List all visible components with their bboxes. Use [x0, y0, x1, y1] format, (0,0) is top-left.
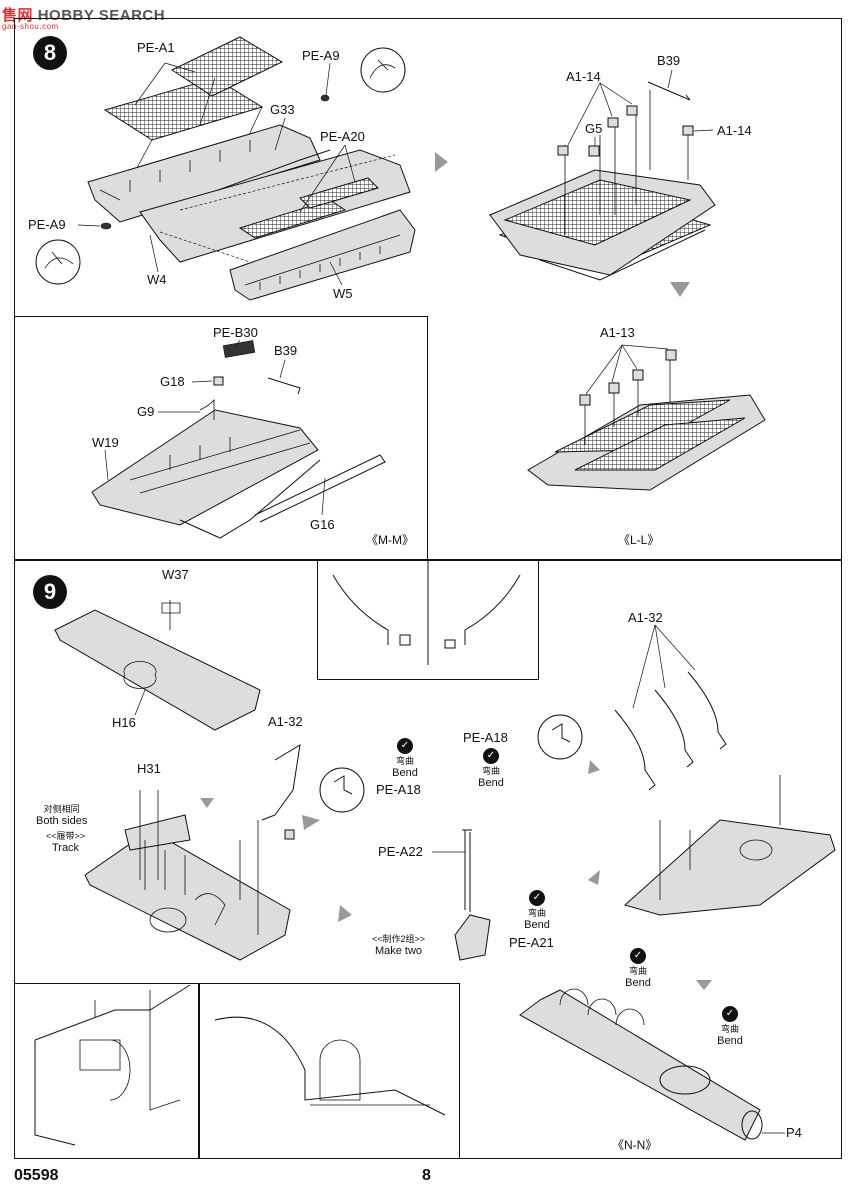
- label-a1-32-right: A1-32: [628, 610, 663, 625]
- step8-assembled-view: [488, 69, 716, 281]
- step9-nn-view: [519, 988, 785, 1141]
- caption-mm: 《M-M》: [366, 533, 414, 547]
- label-w19: W19: [92, 435, 119, 450]
- label-p4: P4: [786, 1125, 802, 1140]
- bend-note-cn: 弯曲: [628, 966, 647, 976]
- bottom-insets: [34, 984, 446, 1146]
- bend-note-en: Bend: [478, 777, 504, 789]
- label-pe-a20: PE-A20: [320, 129, 365, 144]
- bend-note-en: Bend: [392, 767, 418, 779]
- watermark-site: gan-shou.com: [2, 22, 59, 31]
- caption-nn: 《N-N》: [612, 1138, 658, 1152]
- label-pe-b30: PE-B30: [213, 325, 258, 340]
- mm-inset-view: [91, 339, 386, 539]
- note-both-sides: 对侧相同 Both sides: [36, 803, 87, 827]
- label-h31: H31: [137, 761, 161, 776]
- step8-number: 8: [33, 36, 67, 70]
- label-pe-a18-left: PE-A18: [376, 782, 421, 797]
- bend-icon: ✓: [630, 948, 646, 964]
- note-make-two-en: Make two: [374, 945, 423, 957]
- label-b39-mm: B39: [274, 343, 298, 358]
- step9-plate-h16: [54, 600, 261, 731]
- watermark: 售网 HOBBY SEARCH gan-shou.com: [2, 4, 166, 31]
- label-pe-a9-left: PE-A9: [28, 217, 66, 232]
- bend-note-cn: 弯曲: [395, 756, 414, 766]
- label-g16: G16: [310, 517, 335, 532]
- note-make-two: <<制作2组>> Make two: [372, 933, 425, 957]
- step8-exploded-view: [35, 36, 416, 301]
- bottom-mid-inset-frame: [198, 983, 460, 1159]
- step9-top-detail: [332, 559, 521, 665]
- watermark-logo: 售网: [2, 7, 34, 24]
- bend-note-4: ✓ 弯曲 Bend: [608, 948, 668, 989]
- label-g18: G18: [160, 374, 185, 389]
- note-track-cn: <<履带>>: [46, 831, 86, 841]
- product-code: 05598: [14, 1167, 59, 1184]
- label-pe-a18-right: PE-A18: [463, 730, 508, 745]
- note-both-sides-cn: 对侧相同: [43, 804, 80, 814]
- label-pe-a1: PE-A1: [137, 40, 175, 55]
- mm-inset-frame: [14, 316, 428, 561]
- label-g33: G33: [270, 102, 295, 117]
- note-both-sides-en: Both sides: [36, 815, 88, 827]
- page-number: 8: [422, 1167, 431, 1184]
- label-w4: W4: [147, 272, 167, 287]
- bend-icon: ✓: [483, 748, 499, 764]
- label-a1-32-mid: A1-32: [268, 714, 303, 729]
- step8-flow-arrows: [435, 152, 690, 297]
- label-w37: W37: [162, 567, 189, 582]
- bend-note-en: Bend: [625, 977, 651, 989]
- bend-note-3: ✓ 弯曲 Bend: [507, 890, 567, 931]
- step9-pe-parts: [319, 714, 600, 961]
- bend-note-1: ✓ 弯曲 Bend: [375, 738, 435, 779]
- bend-note-cn: 弯曲: [527, 908, 546, 918]
- label-a1-13: A1-13: [600, 325, 635, 340]
- step9-track-assembly: [84, 744, 352, 961]
- label-a1-14-left: A1-14: [566, 69, 601, 84]
- bend-note-en: Bend: [524, 919, 550, 931]
- label-pe-a22: PE-A22: [378, 844, 423, 859]
- label-w5: W5: [333, 286, 353, 301]
- label-g5: G5: [585, 121, 603, 136]
- bend-note-en: Bend: [717, 1035, 743, 1047]
- note-track: <<履带>> Track: [46, 830, 85, 854]
- bend-icon: ✓: [722, 1006, 738, 1022]
- note-track-en: Track: [51, 842, 80, 854]
- bend-note-cn: 弯曲: [720, 1024, 739, 1034]
- bend-icon: ✓: [397, 738, 413, 754]
- label-a1-14-right: A1-14: [717, 123, 752, 138]
- label-b39-top: B39: [657, 53, 681, 68]
- bend-note-5: ✓ 弯曲 Bend: [700, 1006, 760, 1047]
- bottom-left-inset-frame: [14, 983, 200, 1159]
- bend-note-cn: 弯曲: [481, 766, 500, 776]
- ll-view: [527, 344, 766, 491]
- step9-number: 9: [33, 575, 67, 609]
- label-pe-a21: PE-A21: [509, 935, 554, 950]
- bend-note-2: ✓ 弯曲 Bend: [461, 748, 521, 789]
- label-pe-a9-top: PE-A9: [302, 48, 340, 63]
- bend-icon: ✓: [529, 890, 545, 906]
- caption-ll: 《L-L》: [618, 533, 660, 547]
- label-h16: H16: [112, 715, 136, 730]
- step9-right-assembly: [614, 624, 836, 990]
- label-g9: G9: [137, 404, 155, 419]
- watermark-brand: HOBBY SEARCH: [37, 7, 166, 24]
- note-make-two-cn: <<制作2组>>: [372, 934, 426, 944]
